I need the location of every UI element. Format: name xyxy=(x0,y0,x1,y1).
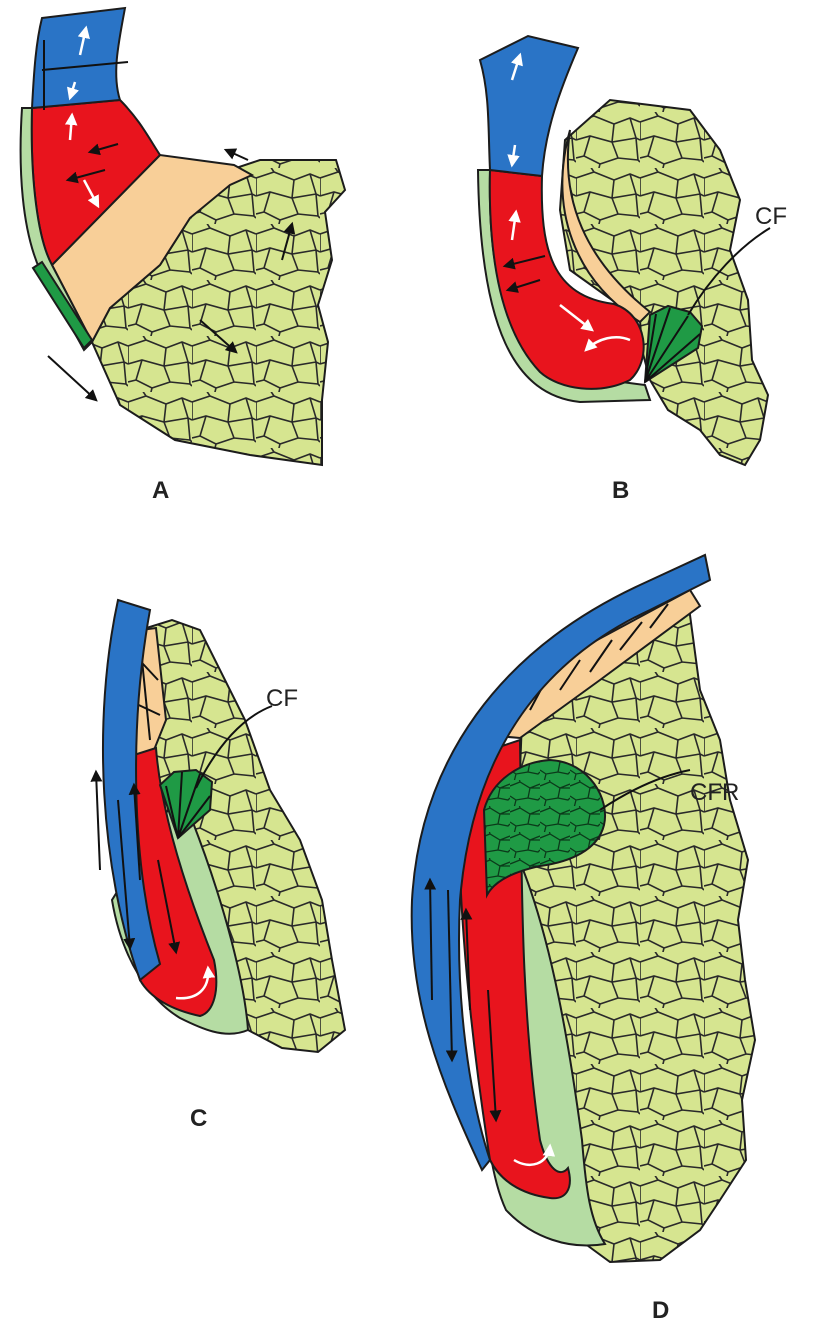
arrow-a-10 xyxy=(226,150,248,160)
callout-label-c: CF xyxy=(266,685,298,712)
arrow-a-7 xyxy=(48,356,96,400)
panel-b: CF B xyxy=(478,36,787,504)
panel-letter-b: B xyxy=(612,477,629,504)
panel-c: CF C xyxy=(96,600,345,1132)
yolk-cell-mass-b xyxy=(560,100,768,465)
panel-d: CFR D xyxy=(412,555,755,1324)
arrow-c-1 xyxy=(96,772,100,870)
panel-letter-c: C xyxy=(190,1105,207,1132)
panel-letter-d: D xyxy=(652,1297,669,1324)
callout-label-b: CF xyxy=(755,203,787,230)
panel-a: A xyxy=(21,8,345,504)
callout-label-d: CFR xyxy=(690,779,739,806)
panel-letter-a: A xyxy=(152,477,169,504)
blue-band-a xyxy=(32,8,125,108)
